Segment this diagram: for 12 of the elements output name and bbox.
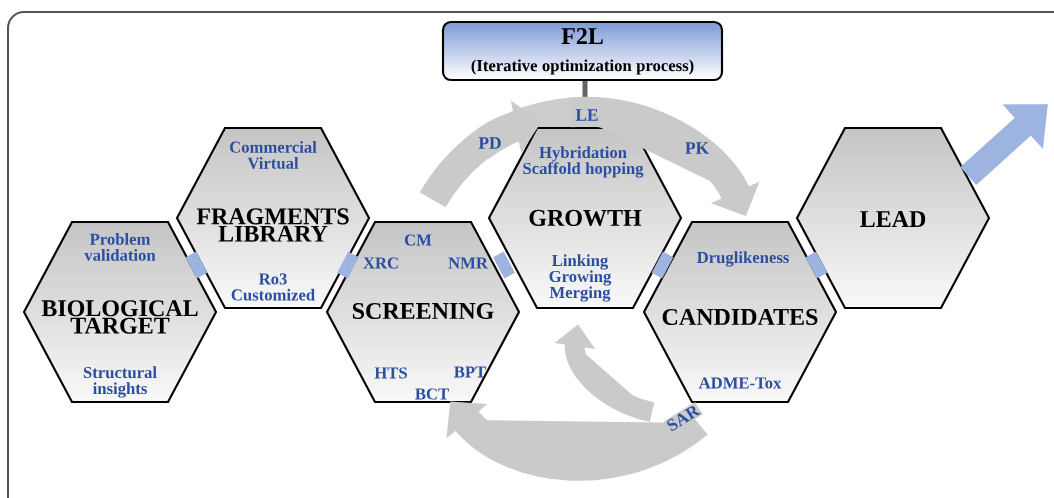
- connector-bar: [651, 251, 674, 279]
- connector-bar: [185, 251, 208, 279]
- connector-bar: [337, 251, 359, 279]
- arrow: [446, 401, 707, 481]
- connector-bar: [493, 251, 515, 279]
- title-box: F2L (Iterative optimization process): [441, 20, 724, 82]
- edge-label: SAR: [663, 402, 703, 434]
- connector-bar: [805, 251, 828, 279]
- hexagon: LEAD: [795, 126, 991, 310]
- band-label: LE: [575, 109, 598, 121]
- hexagon: Druglikeness CANDIDATES ADME-Tox: [642, 220, 838, 404]
- arrow: [960, 104, 1048, 185]
